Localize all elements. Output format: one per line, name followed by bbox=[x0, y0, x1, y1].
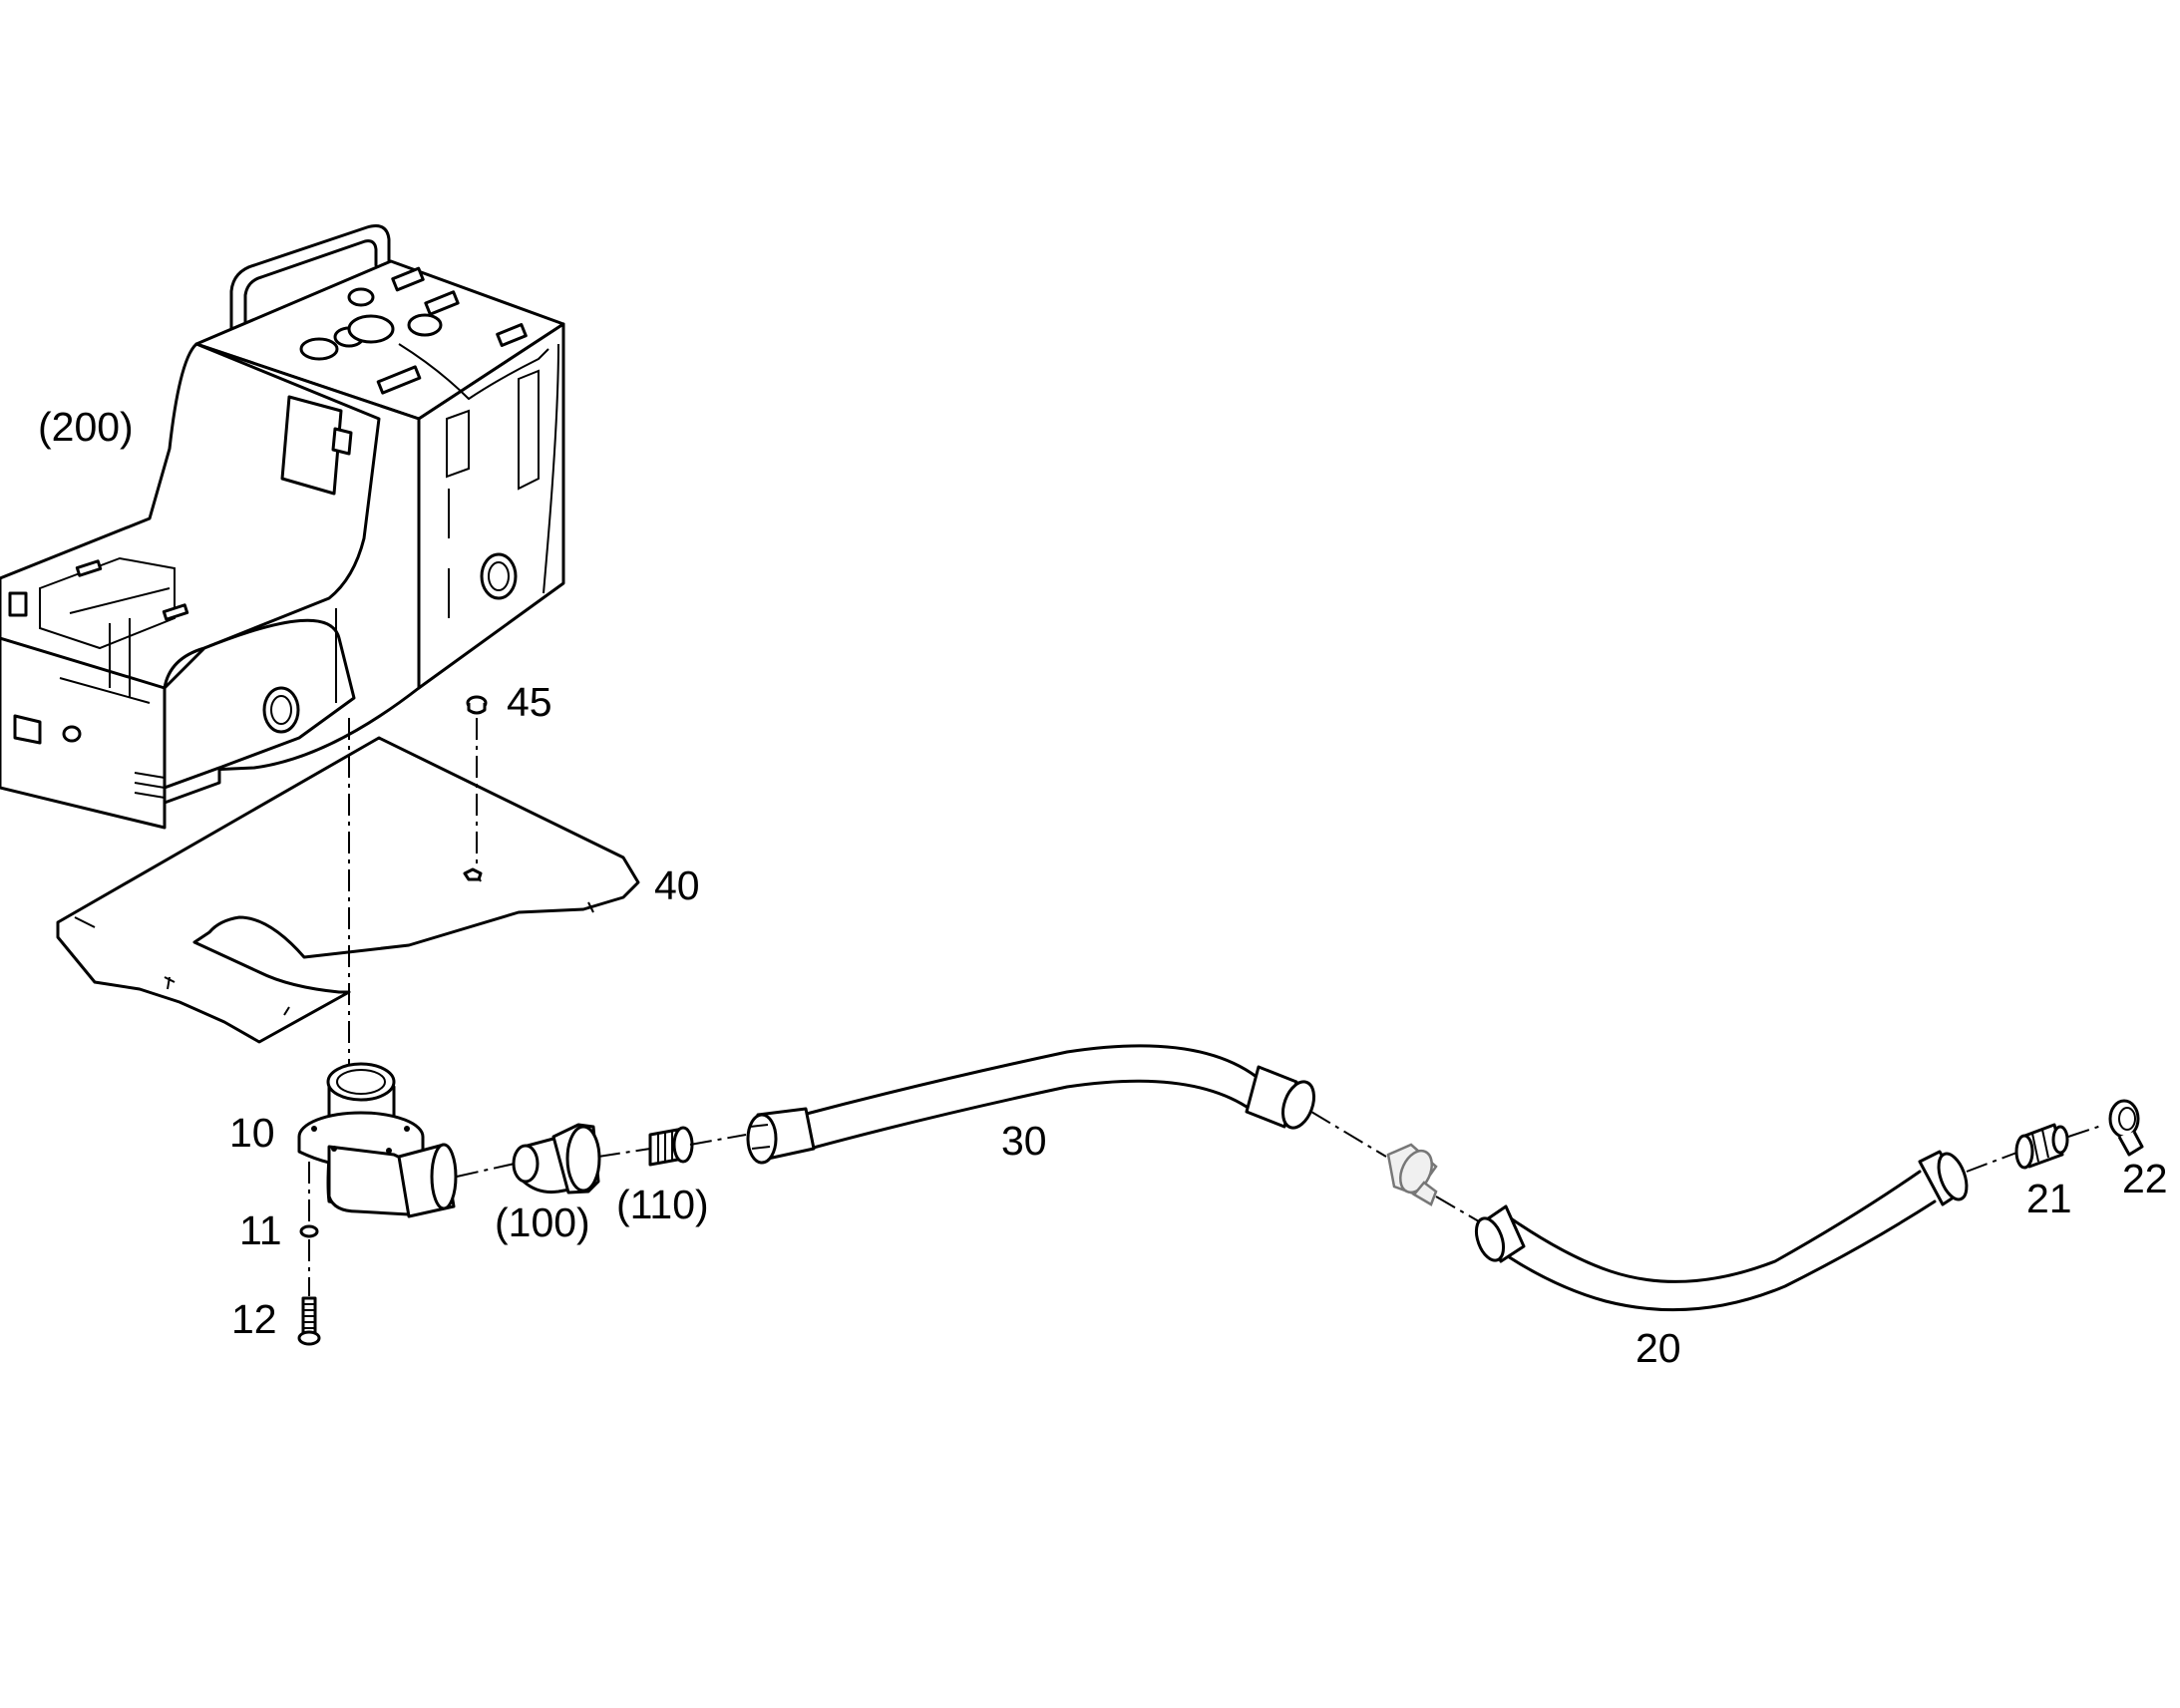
grommet-45 bbox=[463, 695, 488, 881]
nipple-110 bbox=[648, 1126, 694, 1167]
cap-22 bbox=[2108, 1099, 2144, 1157]
screw-12 bbox=[297, 1296, 321, 1346]
callout-22: 22 bbox=[2122, 1156, 2168, 1201]
axis-30-adapter bbox=[1310, 1111, 1387, 1158]
axis-adapter-20 bbox=[1435, 1196, 1485, 1225]
axis-20-21 bbox=[1966, 1151, 2020, 1173]
callout-45: 45 bbox=[507, 679, 552, 725]
machine-housing bbox=[0, 224, 565, 830]
fitting-100 bbox=[512, 1123, 601, 1195]
callout-20: 20 bbox=[1635, 1325, 1681, 1371]
callout-11: 11 bbox=[239, 1207, 282, 1253]
hose-30 bbox=[746, 1044, 1316, 1165]
callout-30: 30 bbox=[1001, 1118, 1047, 1164]
hose-adapter bbox=[1386, 1143, 1438, 1206]
washer-11 bbox=[299, 1224, 319, 1238]
callout-110: (110) bbox=[616, 1182, 709, 1227]
axis-100-110 bbox=[597, 1148, 651, 1158]
axis-21-22 bbox=[2067, 1124, 2105, 1138]
callout-10: 10 bbox=[229, 1110, 275, 1156]
fitting-21 bbox=[2014, 1123, 2069, 1170]
callout-21: 21 bbox=[2026, 1176, 2072, 1221]
elbow-flange-10 bbox=[297, 1062, 458, 1218]
callout-40: 40 bbox=[654, 862, 700, 908]
hose-20 bbox=[1474, 1150, 1969, 1312]
callout-12: 12 bbox=[231, 1296, 277, 1342]
axis-110-30 bbox=[689, 1134, 747, 1146]
callout-100: (100) bbox=[495, 1199, 590, 1245]
callout-200: (200) bbox=[38, 404, 134, 450]
